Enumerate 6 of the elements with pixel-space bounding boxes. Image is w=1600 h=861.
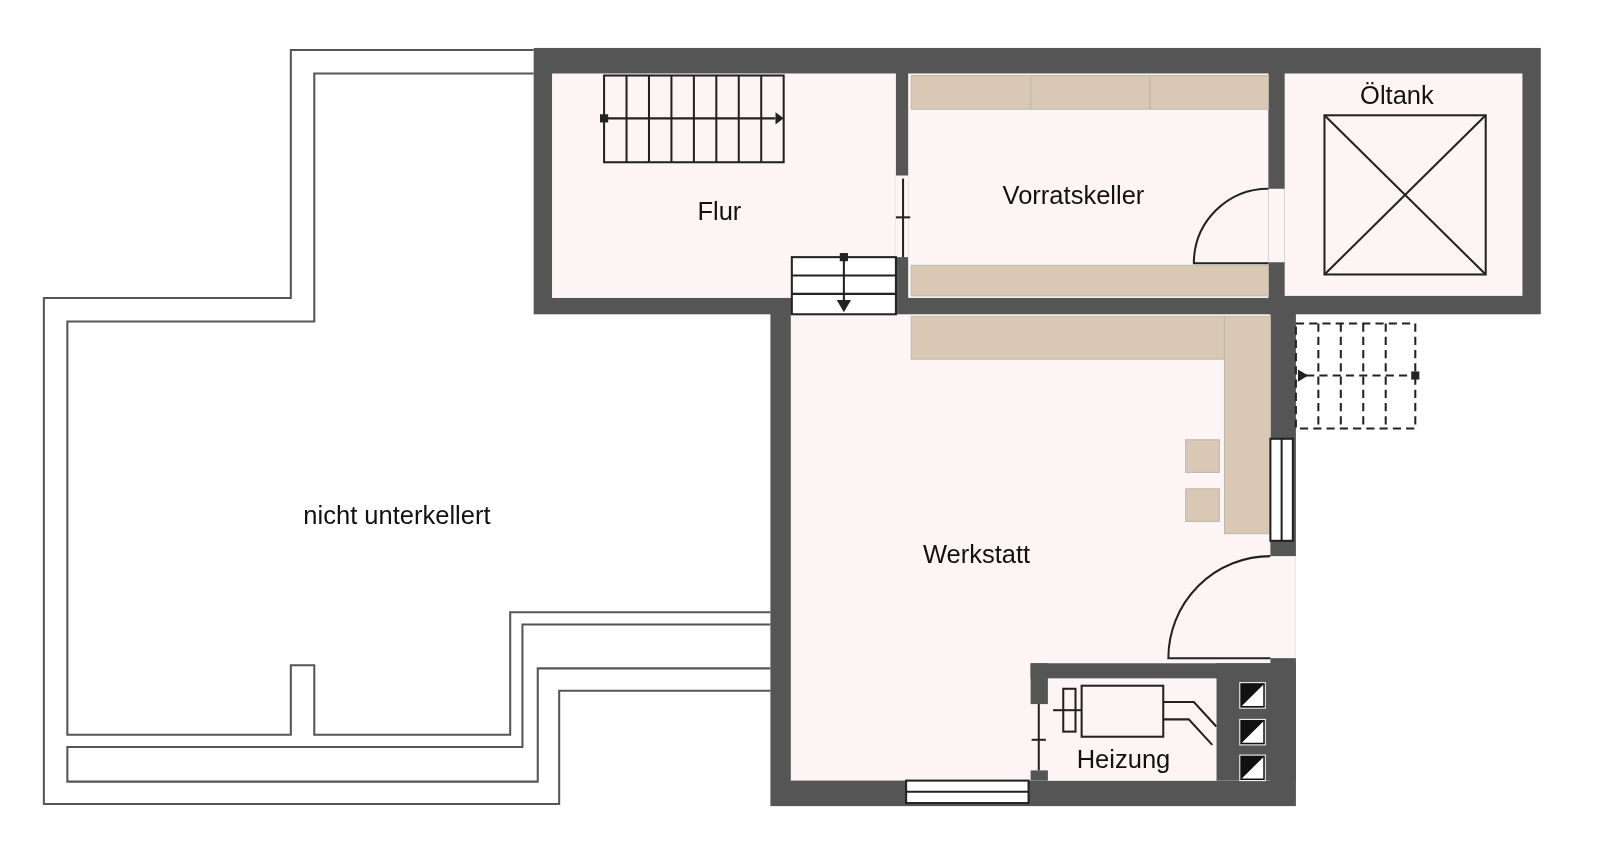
room-label: Heizung — [1076, 744, 1171, 774]
room-label: Vorratskeller — [1002, 180, 1145, 210]
room-label: Öltank — [1360, 80, 1434, 110]
room-label: Werkstatt — [922, 539, 1031, 569]
room-label: Flur — [697, 196, 742, 226]
room-label: nicht unterkellert — [303, 500, 491, 531]
